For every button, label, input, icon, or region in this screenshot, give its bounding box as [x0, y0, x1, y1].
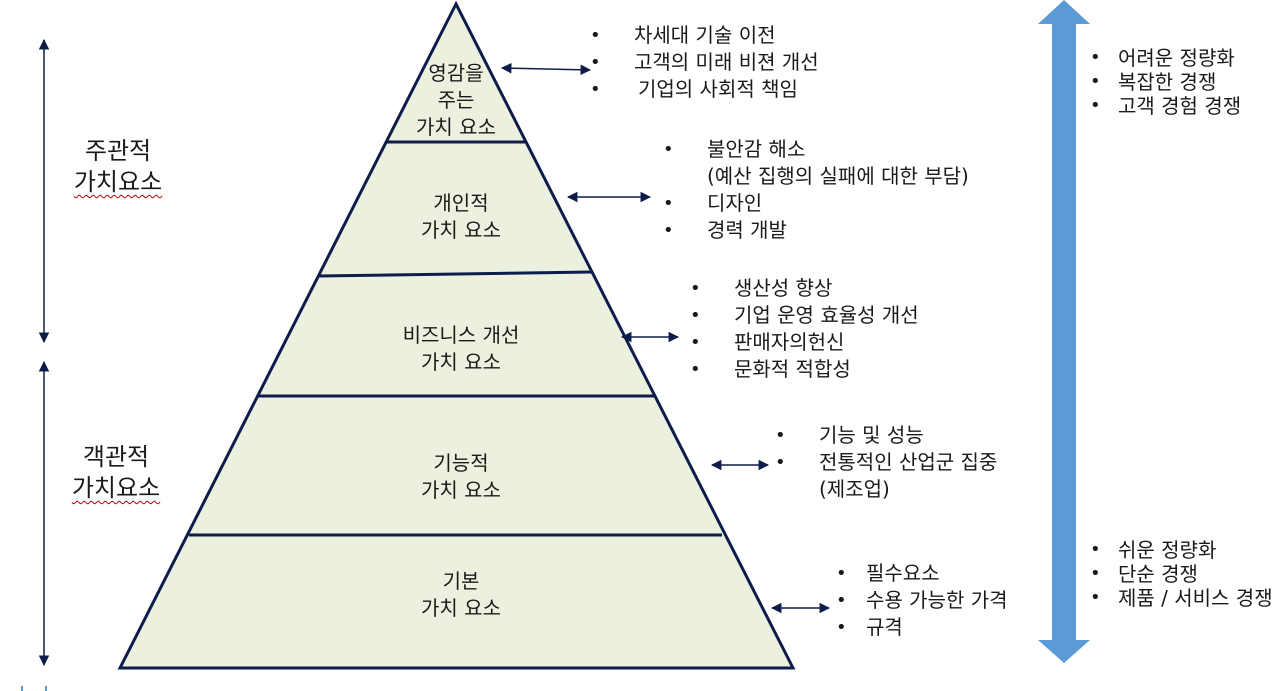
- tier-label-line: 가치 요소: [421, 350, 501, 374]
- bullet-icon: •: [690, 305, 701, 326]
- list-item: •불안감 해소: [663, 137, 806, 161]
- connector-arrow: [500, 62, 592, 76]
- list-item: •판매자의헌신: [690, 330, 845, 354]
- bullet-icon: •: [690, 332, 701, 353]
- list-item: •기업 운영 효율성 개선: [690, 303, 919, 327]
- list-item: •단순 경쟁: [1090, 562, 1198, 586]
- bullet-icon: •: [775, 425, 786, 446]
- tier-label-line: 비즈니스 개선: [402, 323, 520, 347]
- tier-divider: [317, 270, 593, 278]
- tier-label-line: 기능적: [433, 451, 489, 475]
- tier-label-line: 개인적: [433, 191, 489, 215]
- list-item: •수용 가능한 가격: [836, 588, 1008, 612]
- bullet-icon: •: [836, 563, 847, 584]
- objective-label: 객관적 가치요소: [50, 442, 182, 504]
- bullet-list-table-stakes: •필수요소 •수용 가능한 가격 •규격: [836, 560, 1008, 641]
- list-item: •디자인: [663, 191, 763, 215]
- tier-label-individual: 개인적 가치 요소: [381, 190, 541, 244]
- bullet-icon: •: [1090, 539, 1101, 560]
- quantification-double-arrow: [1038, 0, 1090, 663]
- bullet-icon: •: [690, 278, 701, 299]
- bullet-icon: •: [663, 193, 674, 214]
- bullet-icon: •: [1090, 71, 1101, 92]
- list-item-continuation: (제조업): [819, 477, 890, 501]
- side-label-line: 가치요소: [73, 168, 163, 196]
- bullet-icon: •: [590, 79, 601, 100]
- list-item: •전통적인 산업군 집중: [775, 450, 998, 474]
- tier-label-table-stakes: 기본 가치 요소: [381, 568, 541, 622]
- bullet-icon: •: [775, 452, 786, 473]
- bullet-icon: •: [1090, 563, 1101, 584]
- subjective-label: 주관적 가치요소: [52, 136, 184, 198]
- bullet-icon: •: [836, 590, 847, 611]
- bullet-icon: •: [663, 220, 674, 241]
- right-list-bottom-clip: •쉬운 정량화 •단순 경쟁 •제품 / 서비스 경쟁: [1090, 538, 1280, 622]
- tier-label-line: 가치 요소: [421, 596, 501, 620]
- list-item: •기능 및 성능: [775, 423, 924, 447]
- bullet-icon: •: [1090, 47, 1101, 68]
- bullet-list-functional: •기능 및 성능 •전통적인 산업군 집중 (제조업): [775, 422, 997, 503]
- bullet-icon: •: [836, 617, 847, 638]
- side-label-line: 주관적: [84, 137, 152, 165]
- list-item: •생산성 향상: [690, 276, 833, 300]
- bullet-list-individual: •불안감 해소 (예산 집행의 실패에 대한 부담) •디자인 •경력 개발: [663, 136, 969, 244]
- bullet-icon: •: [590, 25, 601, 46]
- bullet-icon: •: [663, 139, 674, 160]
- side-label-line: 가치요소: [71, 474, 161, 502]
- bullet-icon: •: [690, 359, 701, 380]
- tier-label-inspirational: 영감을 주는 가치 요소: [396, 60, 516, 141]
- tier-label-functional: 기능적 가치 요소: [381, 450, 541, 504]
- bullet-list-inspirational: •차세대 기술 이전 •고객의 미래 비젼 개선 • 기업의 사회적 책임: [590, 22, 819, 103]
- list-item: •규격: [836, 615, 903, 639]
- list-item: • 기업의 사회적 책임: [590, 77, 798, 101]
- list-item: •문화적 적합성: [690, 357, 851, 381]
- list-item: •제품 / 서비스 경쟁: [1090, 586, 1273, 610]
- list-item: •어려운 정량화: [1090, 46, 1235, 70]
- bullet-icon: •: [1090, 587, 1101, 608]
- right-list-bottom: •쉬운 정량화 •단순 경쟁 •제품 / 서비스 경쟁: [1090, 538, 1273, 610]
- bullet-icon: •: [590, 52, 601, 73]
- list-item: •고객의 미래 비젼 개선: [590, 50, 819, 74]
- list-item: •차세대 기술 이전: [590, 23, 776, 47]
- bullet-icon: •: [1090, 95, 1101, 116]
- tier-label-business: 비즈니스 개선 가치 요소: [361, 322, 561, 376]
- list-item: •필수요소: [836, 561, 940, 585]
- list-item-continuation: (예산 집행의 실패에 대한 부담): [707, 164, 969, 188]
- tier-label-line: 기본: [442, 569, 480, 593]
- tier-label-line: 가치 요소: [421, 478, 501, 502]
- right-list-top: •어려운 정량화 •복잡한 경쟁 •고객 경험 경쟁: [1090, 46, 1241, 118]
- tier-label-line: 가치 요소: [421, 218, 501, 242]
- tier-label-line: 가치 요소: [416, 115, 496, 139]
- list-item: •경력 개발: [663, 218, 787, 242]
- list-item: •복잡한 경쟁: [1090, 70, 1217, 94]
- tier-label-line: 영감을: [428, 61, 484, 85]
- tier-label-line: 주는: [437, 88, 475, 112]
- list-item: •쉬운 정량화: [1090, 538, 1217, 562]
- side-label-line: 객관적: [82, 443, 150, 471]
- bullet-list-business: •생산성 향상 •기업 운영 효율성 개선 •판매자의헌신 •문화적 적합성: [690, 275, 919, 383]
- list-item: •고객 경험 경쟁: [1090, 94, 1242, 118]
